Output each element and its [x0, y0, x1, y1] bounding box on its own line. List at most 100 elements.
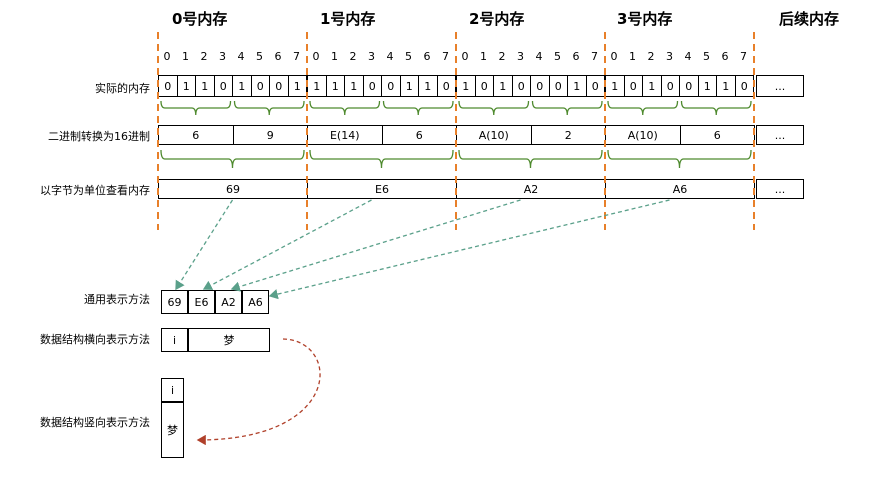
bit-index-label: 2 — [200, 50, 208, 63]
bit-cell: 1 — [716, 75, 736, 97]
bit-index-label: 2 — [647, 50, 655, 63]
bit-cell: 1 — [567, 75, 587, 97]
bit-index-label: 3 — [368, 50, 375, 63]
vertical-label: 数据结构竖向表示方法 — [40, 416, 150, 429]
horizontal-to-vertical-arrow — [196, 338, 321, 446]
bit-index-label: 4 — [684, 50, 692, 63]
bit-cell: 0 — [511, 75, 531, 97]
bit-cell: 0 — [585, 75, 605, 97]
vertical-cell-meng: 梦 — [161, 402, 184, 458]
bit-cell: 0 — [436, 75, 456, 97]
bit-index-label: 6 — [274, 50, 282, 63]
nibble-cell: E(14) — [307, 125, 383, 145]
bit-cell: 0 — [250, 75, 270, 97]
bit-cell: 1 — [287, 75, 307, 97]
row-label-hex: 二进制转换为16进制 — [48, 130, 150, 143]
ellipsis-cell: ... — [756, 179, 804, 199]
bit-index-label: 0 — [610, 50, 618, 63]
grouping-brace — [458, 100, 530, 116]
bit-index-label: 6 — [572, 50, 580, 63]
grouping-brace — [531, 100, 603, 116]
grouping-brace — [607, 100, 679, 116]
bit-index-label: 4 — [237, 50, 245, 63]
grouping-brace — [680, 100, 752, 116]
bit-index-label: 0 — [163, 50, 171, 63]
bit-index-label: 5 — [256, 50, 263, 63]
vertical-cell-i: i — [161, 378, 184, 402]
bit-cell: 0 — [269, 75, 289, 97]
horizontal-cell-i: i — [161, 328, 188, 352]
general-cell: A6 — [242, 290, 269, 314]
bit-index-label: 6 — [423, 50, 431, 63]
bit-index-label: 1 — [331, 50, 338, 63]
grouping-brace — [458, 149, 603, 169]
bit-cell: 1 — [307, 75, 327, 97]
bit-index-label: 3 — [219, 50, 226, 63]
bit-index-label: 5 — [703, 50, 710, 63]
title-mem-0: 0号内存 — [172, 10, 228, 28]
ellipsis-cell: ... — [756, 75, 804, 97]
grouping-brace — [382, 100, 454, 116]
bit-index-label: 2 — [349, 50, 357, 63]
bit-index-label: 3 — [517, 50, 524, 63]
bit-index-label: 4 — [535, 50, 543, 63]
bit-cell: 1 — [493, 75, 513, 97]
bit-cell: 0 — [660, 75, 680, 97]
nibble-cell: A(10) — [605, 125, 681, 145]
bit-cell: 1 — [418, 75, 438, 97]
horizontal-cell-meng: 梦 — [188, 328, 270, 352]
bit-index-label: 5 — [554, 50, 561, 63]
title-mem-rest: 后续内存 — [779, 10, 840, 28]
bit-index-label: 2 — [498, 50, 506, 63]
bit-cell: 1 — [176, 75, 196, 97]
bit-cell: 1 — [344, 75, 364, 97]
bit-index-label: 1 — [629, 50, 636, 63]
bit-index-label: 7 — [442, 50, 449, 63]
bit-index-label: 1 — [182, 50, 189, 63]
byte-cell: 69 — [158, 179, 308, 199]
bit-index-label: 7 — [740, 50, 747, 63]
bit-cell: 0 — [548, 75, 568, 97]
bit-cell: 0 — [362, 75, 382, 97]
row-label-byteview: 以字节为单位查看内存 — [40, 184, 150, 197]
byte-cell: E6 — [307, 179, 457, 199]
bit-cell: 0 — [213, 75, 233, 97]
bit-cell: 1 — [325, 75, 345, 97]
ellipsis-cell: ... — [756, 125, 804, 145]
bit-index-label: 7 — [293, 50, 300, 63]
bit-cell: 0 — [530, 75, 550, 97]
byte-to-general-arrow — [230, 199, 521, 292]
bit-index-label: 0 — [461, 50, 469, 63]
bit-index-label: 3 — [666, 50, 673, 63]
bit-cell: 1 — [642, 75, 662, 97]
nibble-cell: 2 — [530, 125, 606, 145]
bit-index-label: 0 — [312, 50, 320, 63]
bit-cell: 1 — [232, 75, 252, 97]
bit-index-label: 6 — [721, 50, 729, 63]
bit-cell: 0 — [381, 75, 401, 97]
general-cell: 69 — [161, 290, 188, 314]
bit-index-label: 5 — [405, 50, 412, 63]
bit-cell: 1 — [456, 75, 476, 97]
general-cell: E6 — [188, 290, 215, 314]
title-mem-1: 1号内存 — [320, 10, 376, 28]
title-mem-3: 3号内存 — [617, 10, 673, 28]
bit-cell: 1 — [697, 75, 717, 97]
bit-cell: 0 — [474, 75, 494, 97]
nibble-cell: 6 — [381, 125, 457, 145]
general-label: 通用表示方法 — [84, 293, 150, 306]
byte-cell: A6 — [605, 179, 755, 199]
nibble-cell: 6 — [158, 125, 234, 145]
horizontal-label: 数据结构横向表示方法 — [40, 333, 150, 346]
title-mem-2: 2号内存 — [469, 10, 525, 28]
bit-cell: 0 — [158, 75, 178, 97]
nibble-cell: 6 — [679, 125, 755, 145]
bit-cell: 0 — [623, 75, 643, 97]
bit-index-label: 7 — [591, 50, 598, 63]
general-cell: A2 — [215, 290, 242, 314]
nibble-cell: 9 — [232, 125, 308, 145]
bit-cell: 0 — [734, 75, 754, 97]
grouping-brace — [160, 149, 305, 169]
grouping-brace — [309, 149, 454, 169]
